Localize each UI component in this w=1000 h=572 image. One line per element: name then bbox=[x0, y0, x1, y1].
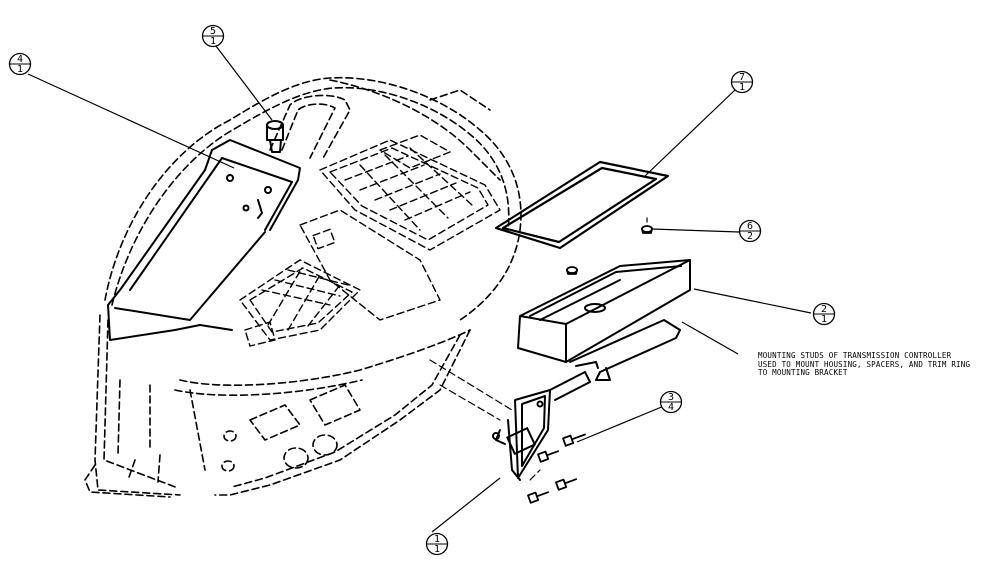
callout-balloon-4: 4 1 bbox=[8, 52, 32, 76]
callout-balloon-2: 2 1 bbox=[812, 302, 836, 326]
mounting-note: MOUNTING STUDS OF TRANSMISSION CONTROLLE… bbox=[758, 351, 998, 378]
callout-4-top: 4 bbox=[17, 54, 23, 65]
mounting-note-line-1: MOUNTING STUDS OF TRANSMISSION CONTROLLE… bbox=[758, 351, 952, 360]
callout-7-bottom: 1 bbox=[739, 82, 745, 93]
part-6-nut bbox=[566, 225, 653, 275]
part-4-tray bbox=[107, 139, 301, 341]
callout-7-top: 7 bbox=[739, 72, 745, 83]
console-housing bbox=[84, 76, 522, 498]
mounting-note-line-3: TO MOUNTING BRACKET bbox=[758, 368, 848, 377]
callout-balloon-1: 1 1 bbox=[425, 532, 449, 556]
callout-6-top: 6 bbox=[747, 221, 753, 232]
callout-balloon-3: 3 4 bbox=[659, 390, 683, 414]
callout-balloon-5: 5 1 bbox=[201, 24, 225, 48]
part-2-housing bbox=[517, 259, 691, 363]
callout-3-bottom: 4 bbox=[668, 402, 674, 413]
callout-1-bottom: 1 bbox=[434, 544, 440, 555]
callout-5-top: 5 bbox=[210, 26, 216, 37]
callout-6-bottom: 2 bbox=[747, 231, 753, 242]
assembly-lines bbox=[429, 359, 541, 481]
callout-3-top: 3 bbox=[668, 392, 674, 403]
part-7-gasket bbox=[494, 160, 670, 250]
leader-lines bbox=[27, 45, 812, 533]
part-5-knob bbox=[266, 120, 284, 153]
part-1-bracket bbox=[492, 319, 681, 481]
callout-2-bottom: 1 bbox=[821, 314, 827, 325]
callout-1-top: 1 bbox=[434, 534, 440, 545]
mounting-note-line-2: USED TO MOUNT HOUSING, SPACERS, AND TRIM… bbox=[758, 359, 971, 369]
switch-panel-grid bbox=[239, 134, 501, 347]
callout-balloon-6: 6 2 bbox=[738, 219, 762, 243]
part-3-screws bbox=[527, 433, 586, 504]
callout-balloon-7: 7 1 bbox=[730, 70, 754, 94]
callout-5-bottom: 1 bbox=[210, 36, 216, 47]
callout-2-top: 2 bbox=[821, 304, 827, 315]
callout-4-bottom: 1 bbox=[17, 64, 23, 75]
